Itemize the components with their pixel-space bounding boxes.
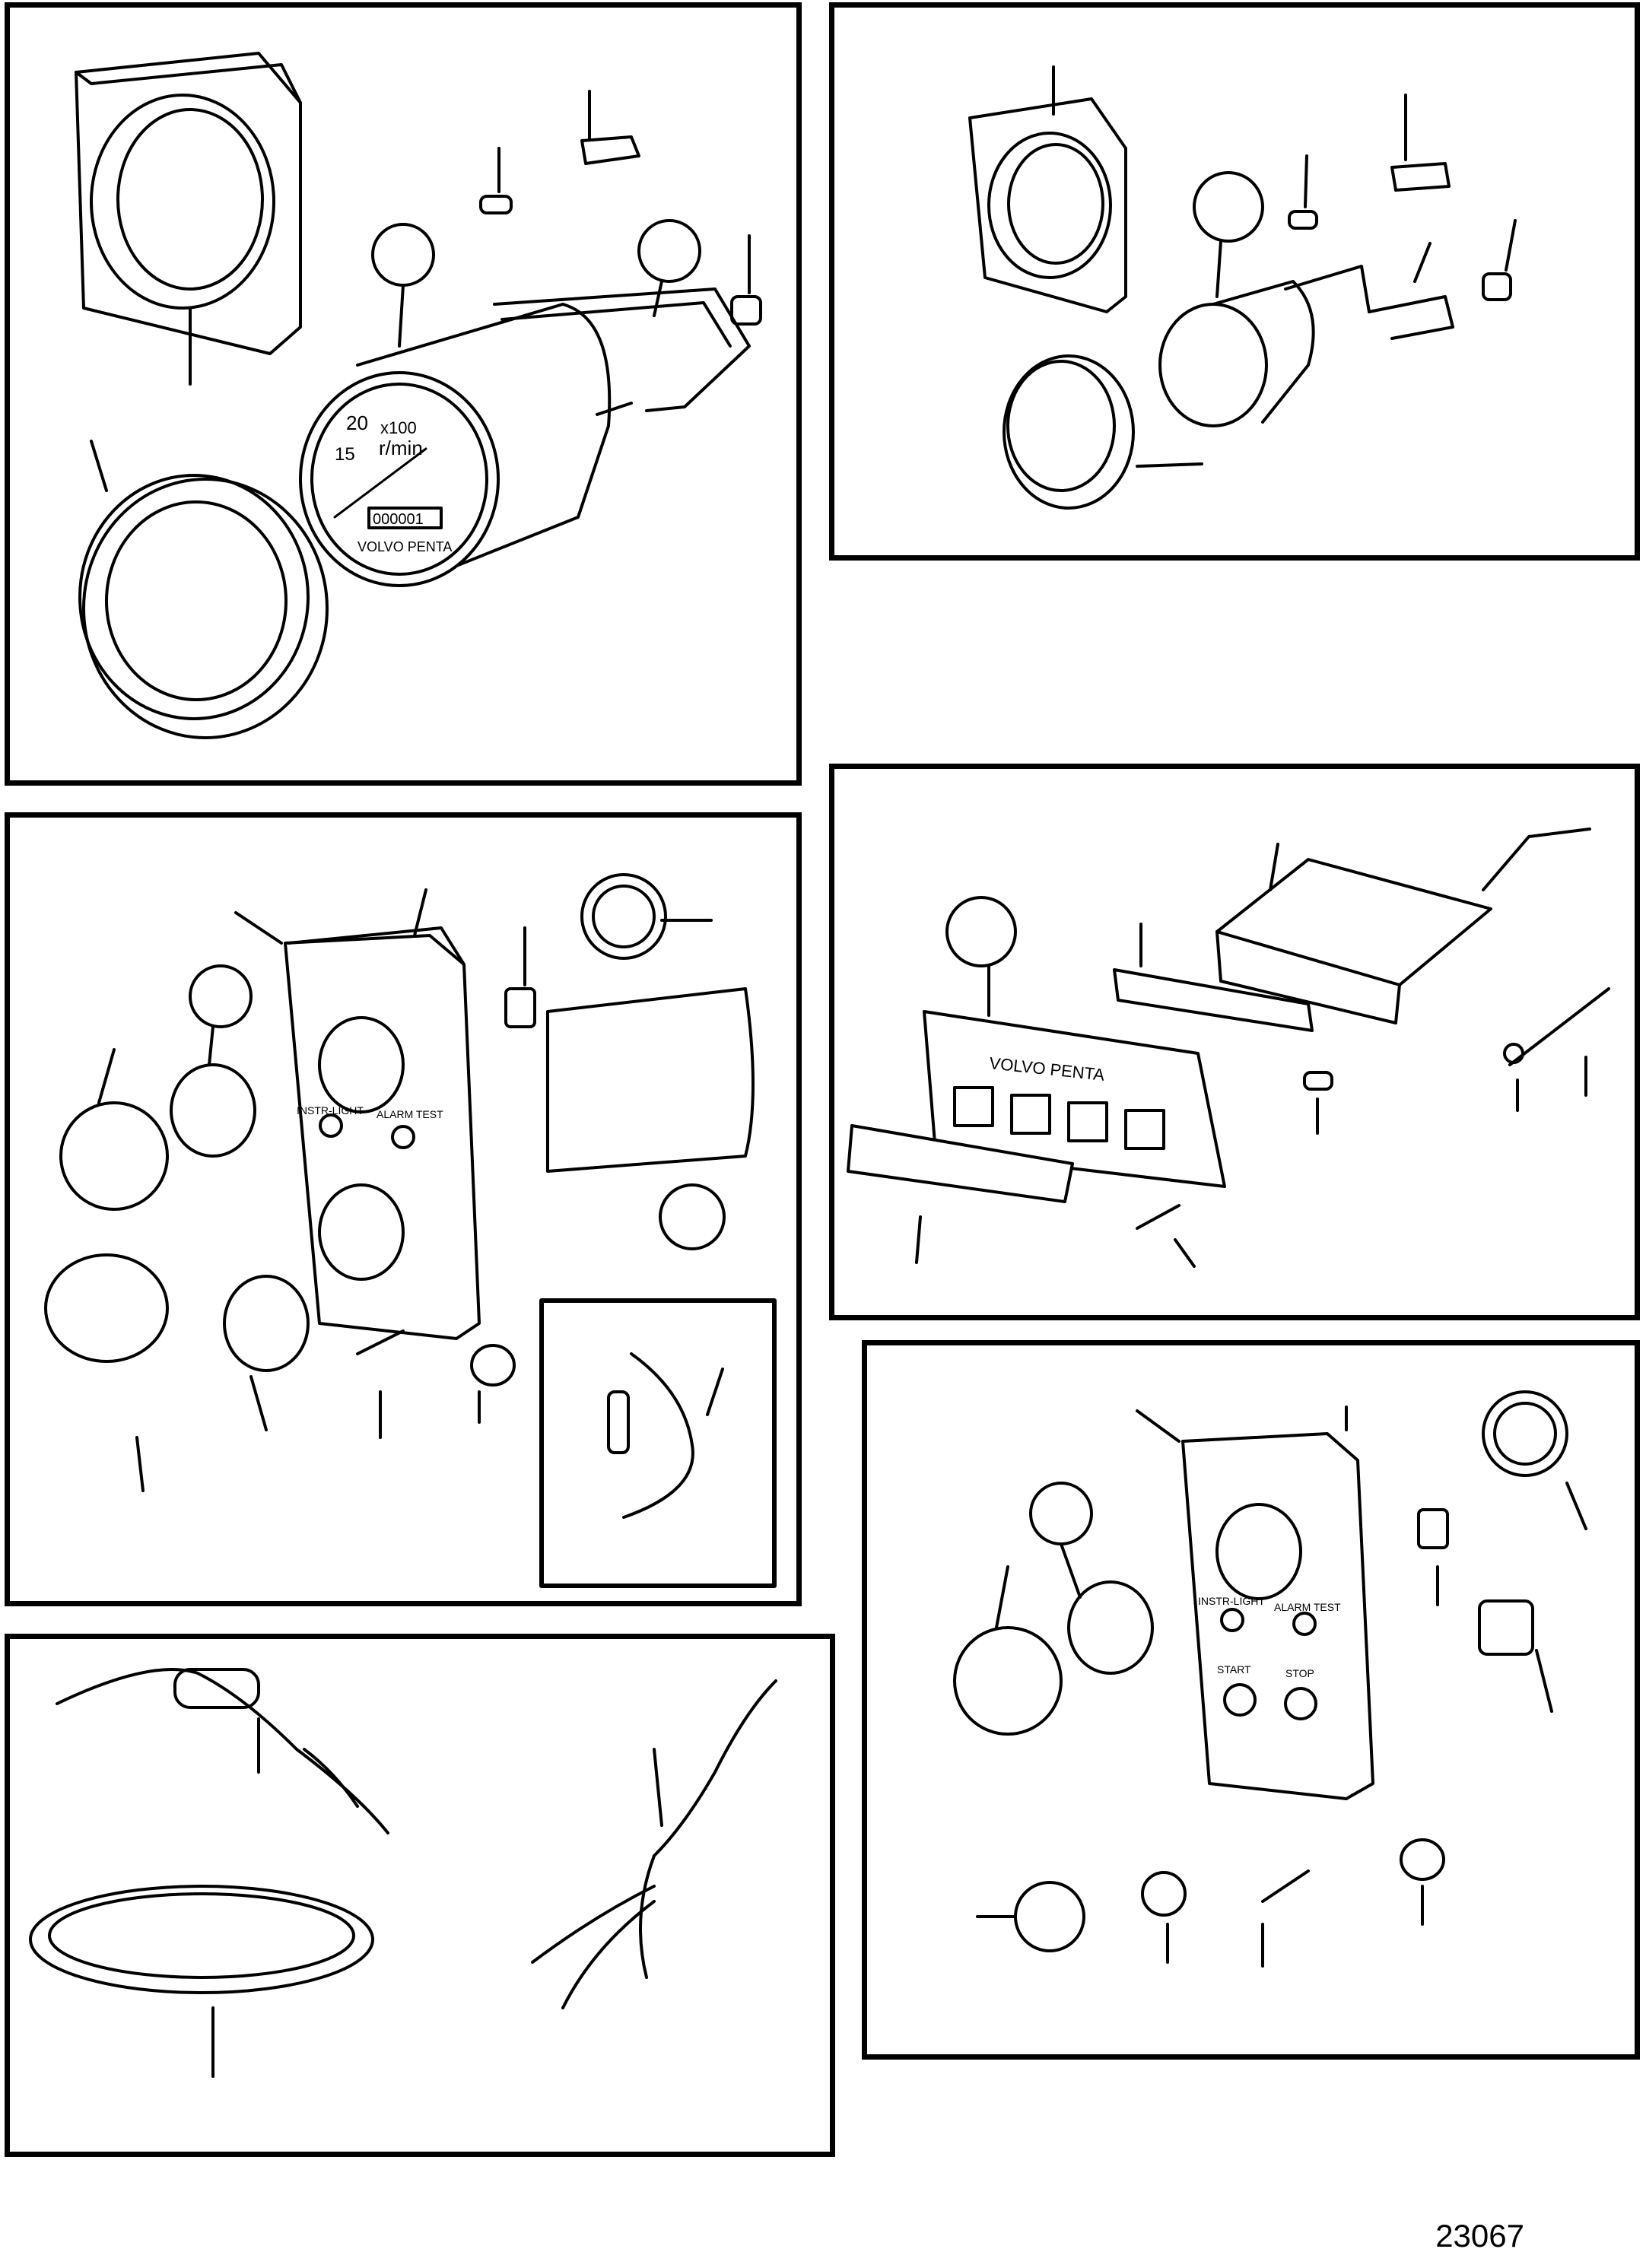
- push-button-b: [976, 1881, 1085, 1952]
- label-instr-light-a: INSTR-LIGHT: [297, 1104, 364, 1117]
- toggle-switch-a: [504, 926, 536, 1028]
- front-ring: [78, 440, 329, 739]
- warning-screw: [1136, 1204, 1196, 1268]
- screw-b: [1261, 1869, 1310, 1968]
- alarm-panel-b-group: INSTR-LIGHT ALARM TEST START STOP: [953, 1390, 1587, 1968]
- lamp-holder-strip: [1113, 923, 1314, 1032]
- dial-scale-15: 15: [335, 444, 355, 465]
- bezel-frame-square: [75, 52, 302, 386]
- unit-multiplier: x100: [380, 418, 417, 437]
- alarm-panel-a-group: INSTR-LIGHT ALARM TEST: [44, 873, 777, 1588]
- small-socket: [1390, 94, 1451, 192]
- y-cable: [56, 1668, 389, 1834]
- small-bulb: [1288, 154, 1318, 230]
- circuit-board: [1215, 827, 1591, 1024]
- washer: [1503, 1043, 1524, 1112]
- mounting-bracket: [493, 219, 751, 416]
- plug-a: [470, 1344, 516, 1424]
- dial-scale-20: 20: [346, 411, 368, 434]
- long-screw: [1508, 987, 1610, 1097]
- warning-panel-group: VOLVO PENTA: [847, 827, 1610, 1268]
- tachometer-body: 20 15 x100 r/min 000001 VOLVO PENTA: [299, 223, 612, 587]
- symbol-strip: [847, 1124, 1074, 1264]
- panel-harnesses: [5, 1634, 835, 2157]
- buzzer-a: [59, 964, 256, 1211]
- key-switch-a: [44, 1253, 310, 1492]
- label-alarm-test-b: ALARM TEST: [1274, 1601, 1341, 1613]
- figure-number: 23067: [1435, 2218, 1524, 2254]
- lamp-bulb: [479, 147, 513, 214]
- small-gauge-body: [1158, 171, 1315, 427]
- label-stop-b: STOP: [1285, 1667, 1314, 1679]
- small-front-ring: [1003, 354, 1203, 510]
- harness-inset-a: [539, 1298, 777, 1588]
- ring-b: [1141, 1871, 1187, 1964]
- nut: [730, 234, 762, 326]
- extension-cable: [29, 1885, 374, 2078]
- small-bezel-frame: [968, 65, 1127, 313]
- plug-b: [1400, 1838, 1445, 1926]
- alarm-plate-b: INSTR-LIGHT ALARM TEST START STOP: [1136, 1406, 1374, 1800]
- brand-logo: VOLVO PENTA: [357, 539, 452, 554]
- label-start-b: START: [1217, 1663, 1251, 1676]
- small-bracket: [1284, 242, 1454, 340]
- small-nut: [1482, 219, 1517, 301]
- label-instr-light-b: INSTR-LIGHT: [1198, 1595, 1265, 1607]
- screw-a: [356, 1329, 405, 1439]
- tachometer-group: 20 15 x100 r/min 000001 VOLVO PENTA: [75, 52, 762, 739]
- start-switch-b: [1478, 1599, 1553, 1713]
- alarm-plate-a: INSTR-LIGHT ALARM TEST: [234, 888, 481, 1340]
- small-gauge-group: [968, 65, 1517, 510]
- warning-lamp-a: [546, 873, 755, 1250]
- instrument-harness: [531, 1679, 777, 2009]
- unit-rpm: r/min: [379, 437, 423, 459]
- warning-lamp-b: [1482, 1390, 1587, 1530]
- hour-counter: 000001: [373, 511, 424, 528]
- toggle-switch-b: [1417, 1508, 1449, 1606]
- harnesses-group: [29, 1668, 777, 2078]
- warning-display: VOLVO PENTA: [923, 896, 1226, 1188]
- buzzer-b: [953, 1482, 1154, 1736]
- label-alarm-test-a: ALARM TEST: [377, 1108, 443, 1120]
- lamp-socket: [580, 90, 640, 165]
- panel-small-gauge: [829, 2, 1640, 561]
- warning-bulb: [1303, 1071, 1333, 1135]
